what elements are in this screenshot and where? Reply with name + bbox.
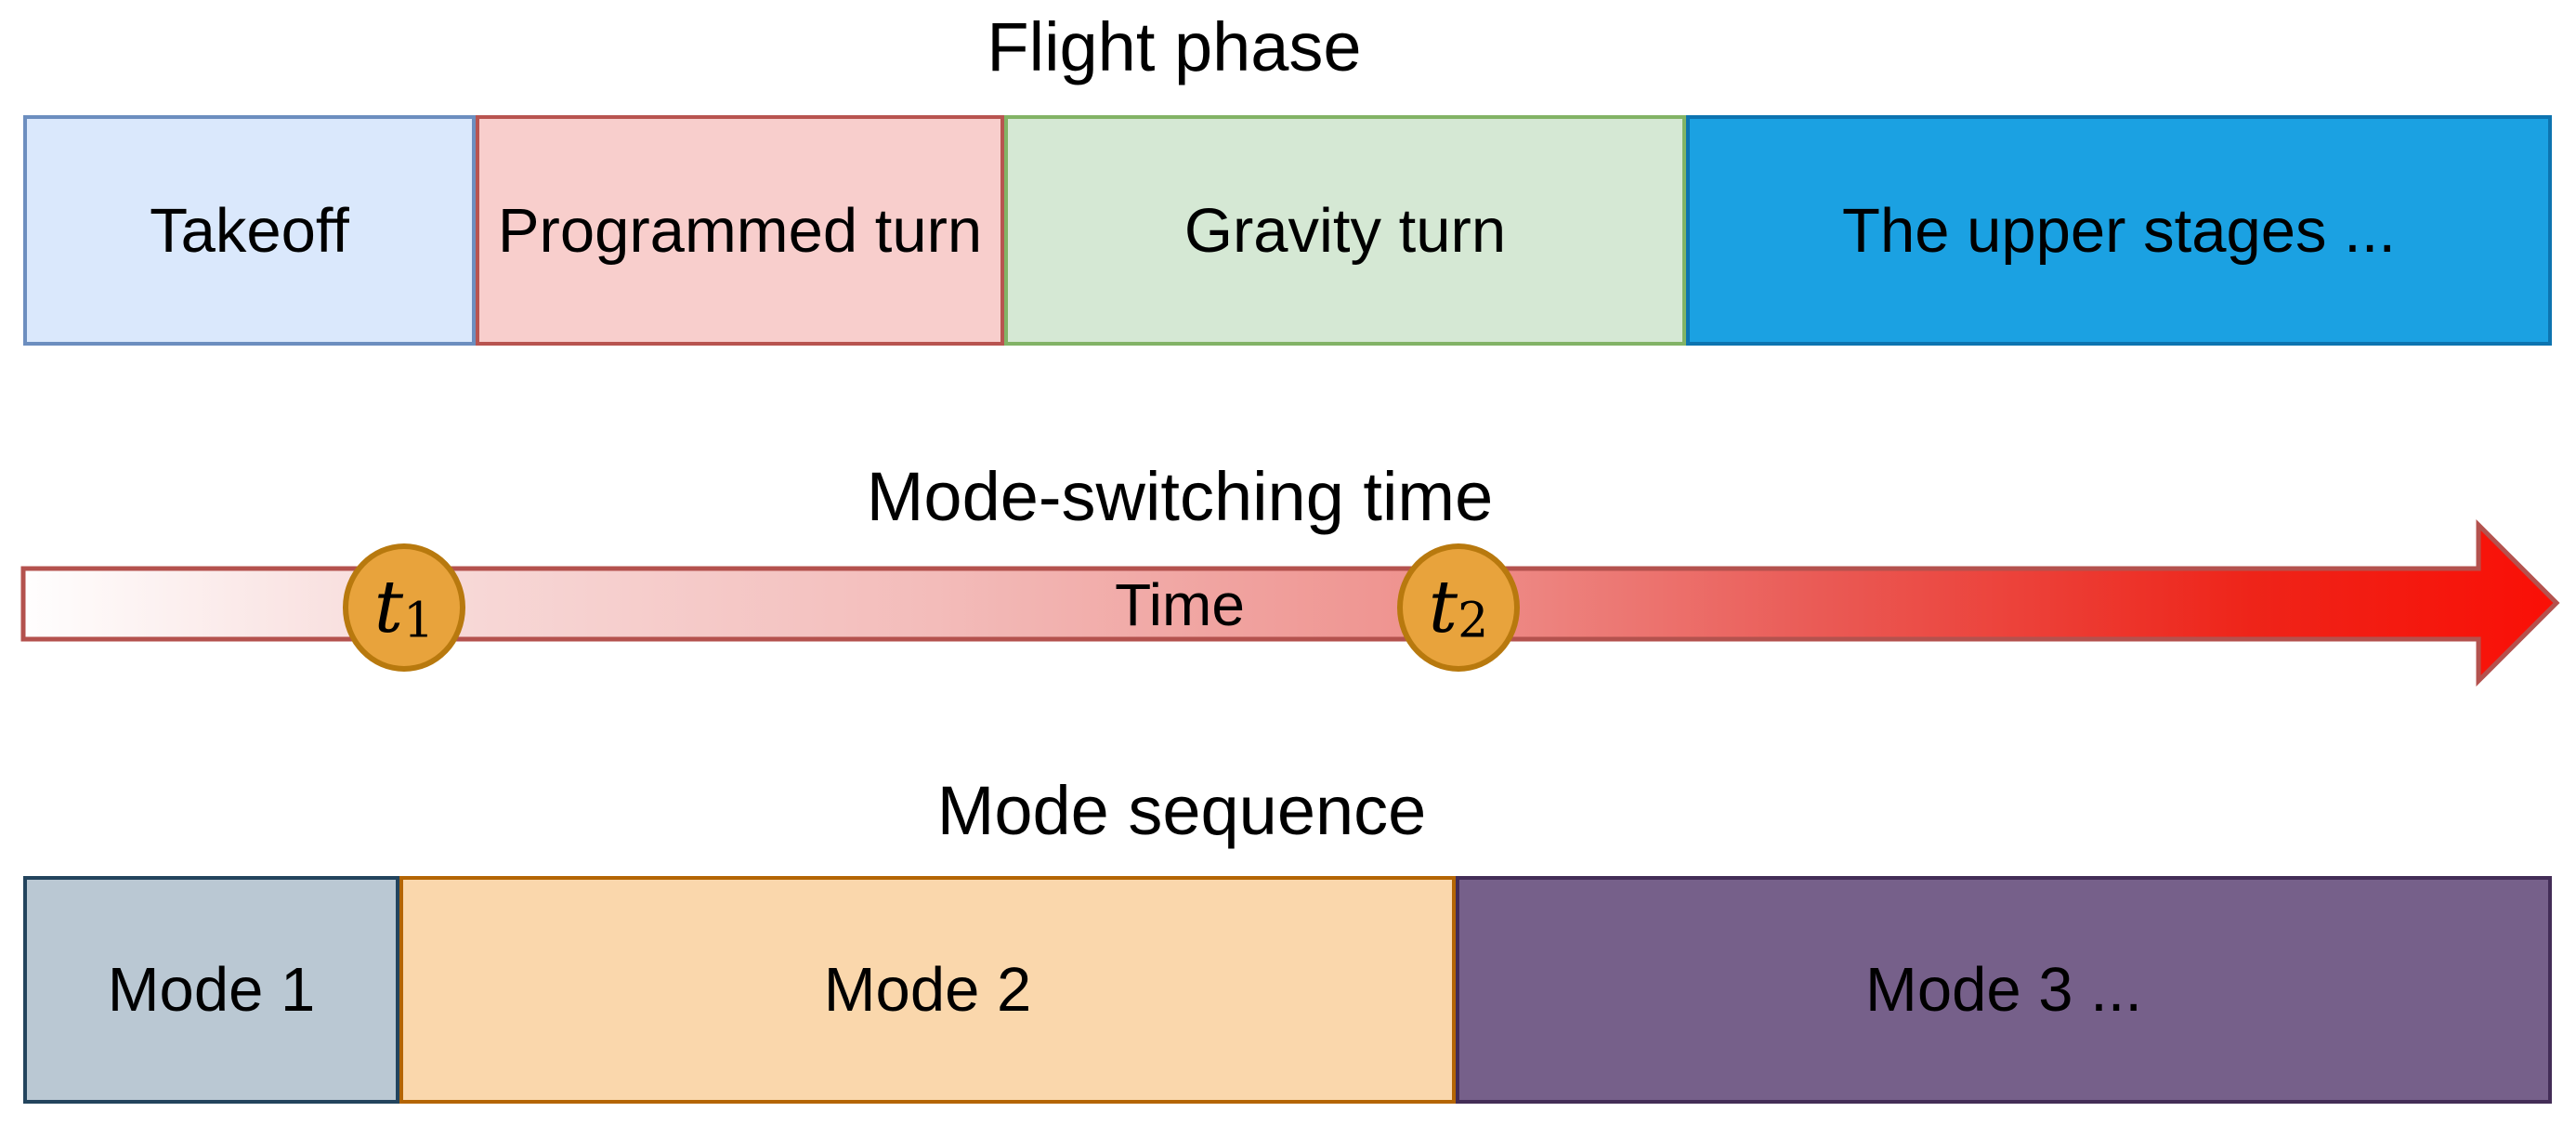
mode-switching-title: Mode-switching time (866, 458, 1494, 535)
mode-sequence-label: Mode 2 (823, 955, 1032, 1025)
flight-phase-label: Gravity turn (1183, 195, 1507, 266)
mode-sequence-box: Mode 3 ... (1456, 876, 2552, 1104)
mode-sequence-box: Mode 2 (399, 876, 1456, 1104)
flight-phase-title: Flight phase (987, 8, 1362, 85)
flight-phase-box: Gravity turn (1004, 115, 1686, 346)
flight-phase-label: The upper stages ... (1842, 195, 2396, 266)
flight-phase-label: Programmed turn (497, 195, 983, 266)
flight-phase-box: Takeoff (23, 115, 476, 346)
flight-phase-box: The upper stages ... (1686, 115, 2552, 346)
marker-base-symbol: t (373, 566, 404, 649)
flight-phase-label: Takeoff (150, 195, 349, 266)
mode-sequence-box: Mode 1 (23, 876, 399, 1104)
time-label: Time (1115, 571, 1245, 638)
mode-sequence-row: Mode 1 Mode 2 Mode 3 ... (23, 876, 2552, 1104)
flight-phase-box: Programmed turn (476, 115, 1004, 346)
flight-phase-row: Takeoff Programmed turn Gravity turn The up… (23, 115, 2552, 346)
marker-subscript: 1 (403, 593, 435, 649)
mode-sequence-title: Mode sequence (936, 772, 1427, 849)
marker-base-symbol: t (1428, 566, 1458, 649)
mode-sequence-label: Mode 1 (107, 955, 316, 1025)
marker-subscript: 2 (1458, 593, 1489, 649)
mode-sequence-label: Mode 3 ... (1865, 955, 2142, 1025)
